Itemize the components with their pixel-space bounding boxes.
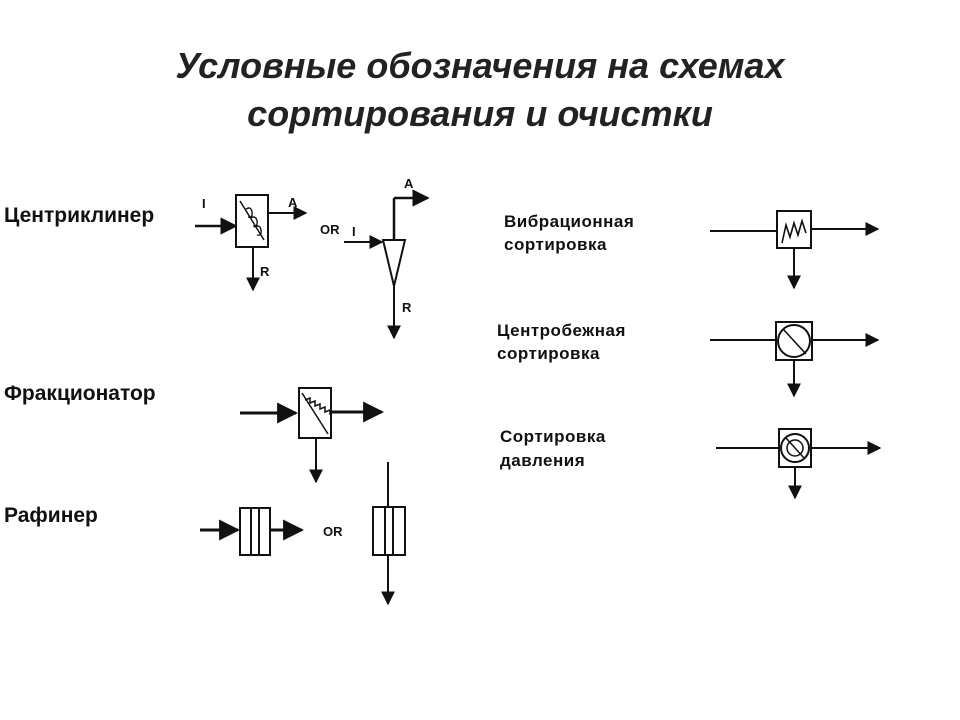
centricleaner-cone-symbol xyxy=(344,189,430,340)
centricleaner-cone-reject-label: R xyxy=(402,300,412,315)
pressure-screen-inner-circle xyxy=(786,439,804,457)
vibration-screen-symbol xyxy=(710,210,880,290)
pressure-screen-diagonal xyxy=(785,437,805,459)
label-vibration-line2: сортировка xyxy=(504,235,607,254)
pressure-screen-symbol xyxy=(716,428,882,500)
label-centrifugal-line1: Центробежная xyxy=(497,321,626,340)
centricleaner-box-reject-label: R xyxy=(260,264,270,279)
refiner-or-label: OR xyxy=(323,524,343,539)
centricleaner-cone-inlet-label: I xyxy=(352,224,356,239)
refiner-vertical-symbol xyxy=(372,462,406,606)
refiner-horizontal-body xyxy=(239,507,271,556)
centricleaner-box-accept-label: A xyxy=(288,195,298,210)
pressure-screen-outer-circle xyxy=(780,433,810,463)
label-refiner: Рафинер xyxy=(4,504,98,527)
refiner-vertical-body xyxy=(372,506,406,556)
centrifugal-screen-symbol xyxy=(710,321,880,398)
page-title: Условные обозначения на схемах сортирова… xyxy=(0,42,960,138)
centricleaner-or-label: OR xyxy=(320,222,340,237)
label-pressure-line1: Сортировка xyxy=(500,427,606,446)
centrifugal-screen-diagonal xyxy=(782,328,807,355)
label-pressure-line2: давления xyxy=(500,451,585,470)
page-title-line1: Условные обозначения на схемах xyxy=(175,45,785,86)
vibration-screen-zigzag xyxy=(781,218,807,244)
centricleaner-box-swirl xyxy=(245,207,262,236)
centricleaner-box-symbol xyxy=(195,194,308,292)
label-centrifugal-line2: сортировка xyxy=(497,344,600,363)
centricleaner-box-diagonal xyxy=(239,200,265,241)
centricleaner-cone-accept-label: A xyxy=(404,176,414,191)
page-title-line2: сортирования и очистки xyxy=(247,93,713,134)
centricleaner-cone xyxy=(381,239,407,287)
fractionator-zigzag xyxy=(304,396,331,415)
label-vibration-line1: Вибрационная xyxy=(504,212,634,231)
refiner-horizontal-symbol xyxy=(200,507,305,556)
centrifugal-screen-circle xyxy=(777,324,811,358)
fractionator-symbol xyxy=(240,387,385,484)
label-centricleaner: Центриклинер xyxy=(4,204,154,227)
centricleaner-box-inlet-label: I xyxy=(202,196,206,211)
label-fractionator: Фракционатор xyxy=(4,382,156,405)
